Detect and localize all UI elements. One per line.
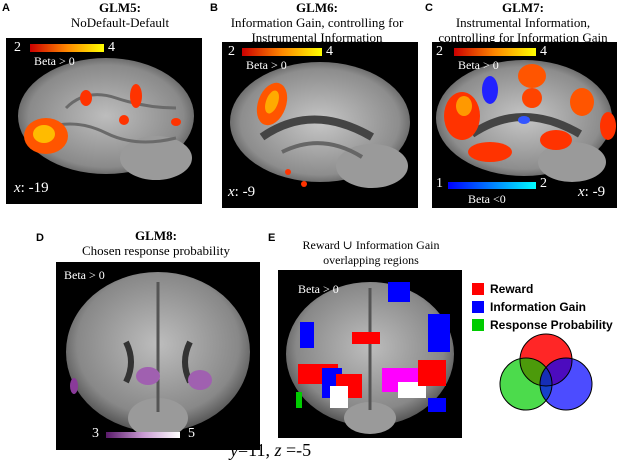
panel-b-subtitle-1: Information Gain, controlling for [230,15,404,30]
legend-item-2: Response Probability [472,318,613,332]
legend-item-0: Reward [472,282,533,296]
panel-c-cb-max: 4 [540,44,547,59]
legend-swatch [472,283,484,295]
panel-c-subtitle-1: Instrumental Information, [455,15,591,30]
panel-d-beta-label: Beta > 0 [64,268,105,282]
legend-label: Information Gain [490,300,586,314]
panel-c-neg-min: 1 [436,176,443,191]
panel-d-brain-image: Beta > 0 3 5 [56,262,260,450]
panel-a-brain-image: 2 4 Beta > 0 x: -19 [6,38,202,204]
panel-a-coord-value: : -19 [20,180,49,196]
panel-a-glm: GLM5: [99,0,141,15]
panel-b-coord-axis: x [228,184,235,200]
venn-response-circle [500,358,552,410]
panel-d-cb-max: 5 [188,426,195,441]
panel-c-title: GLM7: Instrumental Information, controll… [428,0,617,45]
panel-d-title: GLM8: Chosen response probability [56,228,256,258]
panel-e-title: Reward ∪ Information Gain overlapping re… [276,238,466,268]
panel-c-brain-image: 2 4 Beta > 0 1 2 Beta <0 x: -9 [432,42,617,208]
panel-c-coord-value: : -9 [584,184,606,200]
panel-c-beta-label: Beta > 0 [458,58,499,72]
panel-b-glm: GLM6: [296,0,338,15]
panel-a-subtitle: NoDefault-Default [70,15,170,30]
panel-a-cb-max: 4 [108,40,115,55]
panel-c-glm: GLM7: [502,0,544,15]
legend-label: Response Probability [490,318,613,332]
panel-b-cb-max: 4 [326,44,333,59]
venn-diagram [499,333,593,411]
panel-letter-e: E [268,232,276,244]
panel-e-title-2: overlapping regions [323,253,419,267]
panel-c-cb-min: 2 [436,44,443,59]
panel-e-brain-image: Beta > 0 [278,270,462,438]
slice-z-axis: z [274,440,282,460]
panel-b-cb-min: 2 [228,44,235,59]
panel-d-cb-min: 3 [92,426,99,441]
panel-a-cb-min: 2 [14,40,21,55]
legend-swatch [472,301,484,313]
venn-infogain-circle [540,358,592,410]
panel-letter-c: C [425,2,433,14]
panel-a-coord-axis: x [14,180,21,196]
panel-b-coord: x: -9 [228,184,255,201]
panel-c-neg-max: 2 [540,176,547,191]
panel-b-brain-image: 2 4 Beta > 0 x: -9 [222,42,418,208]
slice-z-value: =-5 [281,440,312,460]
panel-letter-a: A [2,2,10,14]
panel-d-subtitle: Chosen response probability [81,243,231,258]
panel-d-glm: GLM8: [135,228,177,243]
panel-b-subtitle-2: Instrumental Information [251,30,383,45]
legend-swatch [472,319,484,331]
panel-e-beta-label: Beta > 0 [298,282,339,296]
panel-a-beta-label: Beta > 0 [34,54,75,68]
panel-letter-b: B [210,2,218,14]
panel-c-subtitle-2: controlling for Information Gain [438,30,608,45]
panel-c-coord-axis: x [578,184,585,200]
legend-label: Reward [490,282,534,296]
slice-y-value: =11, [238,440,275,460]
slice-y-axis: y [230,440,238,460]
slice-coordinates: y=11, z =-5 [230,440,311,461]
panel-e-title-1: Reward ∪ Information Gain [302,238,440,252]
panel-a-coord: x: -19 [14,180,49,197]
panel-c-coord: x: -9 [578,184,605,201]
panel-letter-d: D [36,232,44,244]
panel-a-title: GLM5: NoDefault-Default [40,0,200,30]
panel-b-beta-label: Beta > 0 [246,58,287,72]
legend-item-1: Information Gain [472,300,586,314]
panel-b-coord-value: : -9 [234,184,256,200]
panel-c-neg-beta-label: Beta <0 [468,192,506,206]
panel-b-title: GLM6: Information Gain, controlling for … [212,0,422,45]
